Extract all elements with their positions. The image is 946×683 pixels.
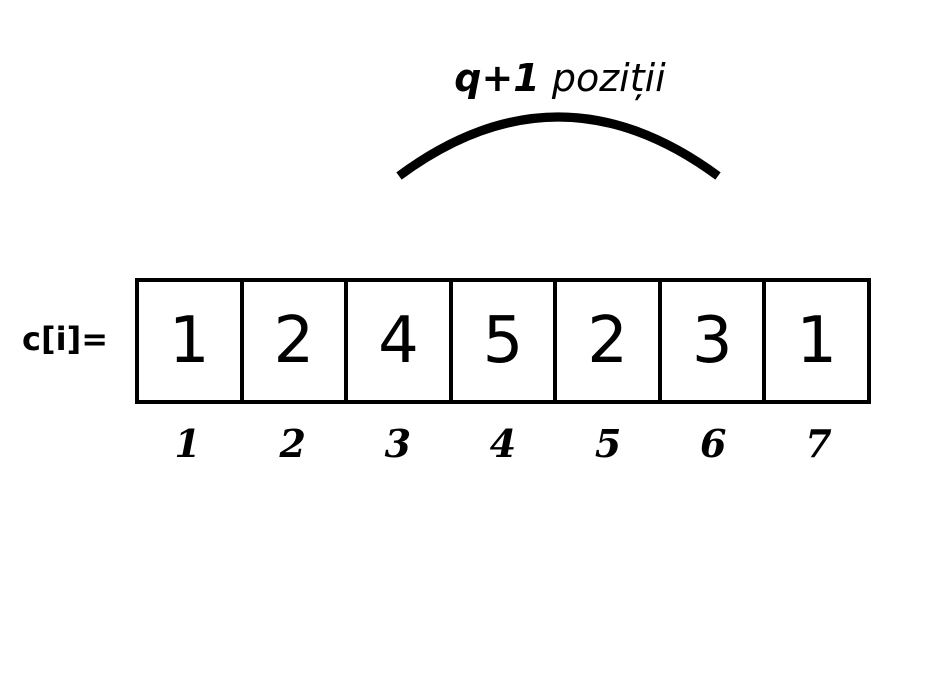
array-index: 3 [384,421,412,466]
span-annotation: q+1 poziții [400,50,720,106]
span-count-text: q+1 [454,56,540,100]
array-index: 7 [805,421,832,466]
array-index: 2 [279,421,306,466]
array-name-label: c[i]= [22,320,108,358]
array-index: 5 [594,421,622,466]
span-arc-path [396,112,721,180]
array-cell: 2 [557,282,662,400]
span-word-text: poziții [551,56,666,100]
array-cells: 1 2 4 5 2 3 1 [135,278,871,404]
array-index: 4 [489,421,517,466]
array-cell: 1 [796,304,838,378]
array-index: 6 [700,421,727,466]
array-cell: 5 [453,282,558,400]
array-index: 1 [174,421,201,466]
array-cell: 2 [244,282,349,400]
array-indices: 1 2 3 4 5 6 7 [135,416,871,472]
array-cell: 3 [662,282,767,400]
array-cell: 1 [139,282,244,400]
array-cell: 4 [348,282,453,400]
